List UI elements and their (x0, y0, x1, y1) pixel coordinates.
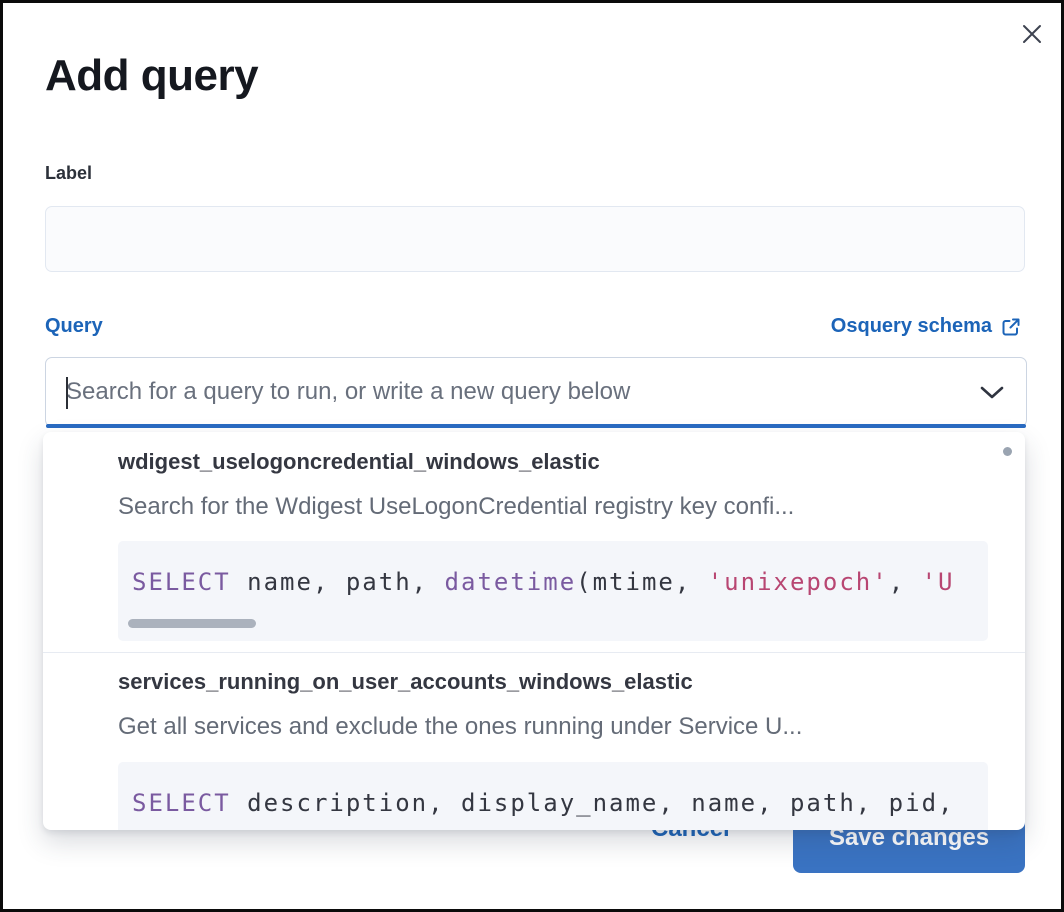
external-link-icon (1001, 317, 1021, 337)
page-title: Add query (45, 51, 259, 100)
query-suggestions-panel: wdigest_uselogoncredential_windows_elast… (43, 432, 1025, 830)
label-input[interactable] (45, 206, 1025, 272)
horizontal-scrollbar-thumb[interactable] (128, 619, 256, 628)
text-caret (66, 377, 68, 409)
sql-token: SELECT (132, 568, 231, 596)
sql-token: datetime (444, 568, 577, 596)
label-field-label: Label (45, 163, 93, 183)
suggestion-description[interactable]: Get all services and exclude the ones ru… (118, 713, 803, 740)
query-search-input[interactable] (46, 358, 1026, 426)
sql-token: , (888, 568, 922, 596)
suggestion-description[interactable]: Search for the Wdigest UseLogonCredentia… (118, 493, 795, 520)
suggestion-sql-snippet[interactable]: SELECT description, display_name, name, … (118, 762, 988, 830)
sql-token: (mtime, (576, 568, 708, 596)
chevron-down-icon[interactable] (980, 386, 1004, 400)
option-divider (43, 652, 1025, 653)
close-button[interactable] (1013, 15, 1051, 53)
sql-token: 'U (921, 568, 955, 596)
query-combobox[interactable] (45, 357, 1027, 428)
sql-token: name, path, (230, 568, 445, 596)
suggestion-title[interactable]: services_running_on_user_accounts_window… (118, 669, 693, 694)
vertical-scrollbar-thumb[interactable] (1003, 447, 1012, 456)
close-icon (1017, 19, 1047, 49)
query-field-label: Query (45, 315, 103, 337)
osquery-schema-link[interactable]: Osquery schema (831, 315, 1021, 338)
sql-token: description, display_name, name, path, p… (230, 789, 955, 817)
sql-token: SELECT (132, 789, 231, 817)
sql-token: 'unixepoch' (707, 568, 889, 596)
osquery-schema-link-label: Osquery schema (830, 315, 992, 337)
suggestion-title[interactable]: wdigest_uselogoncredential_windows_elast… (118, 449, 600, 474)
suggestion-sql-snippet[interactable]: SELECT name, path, datetime(mtime, 'unix… (118, 541, 988, 641)
